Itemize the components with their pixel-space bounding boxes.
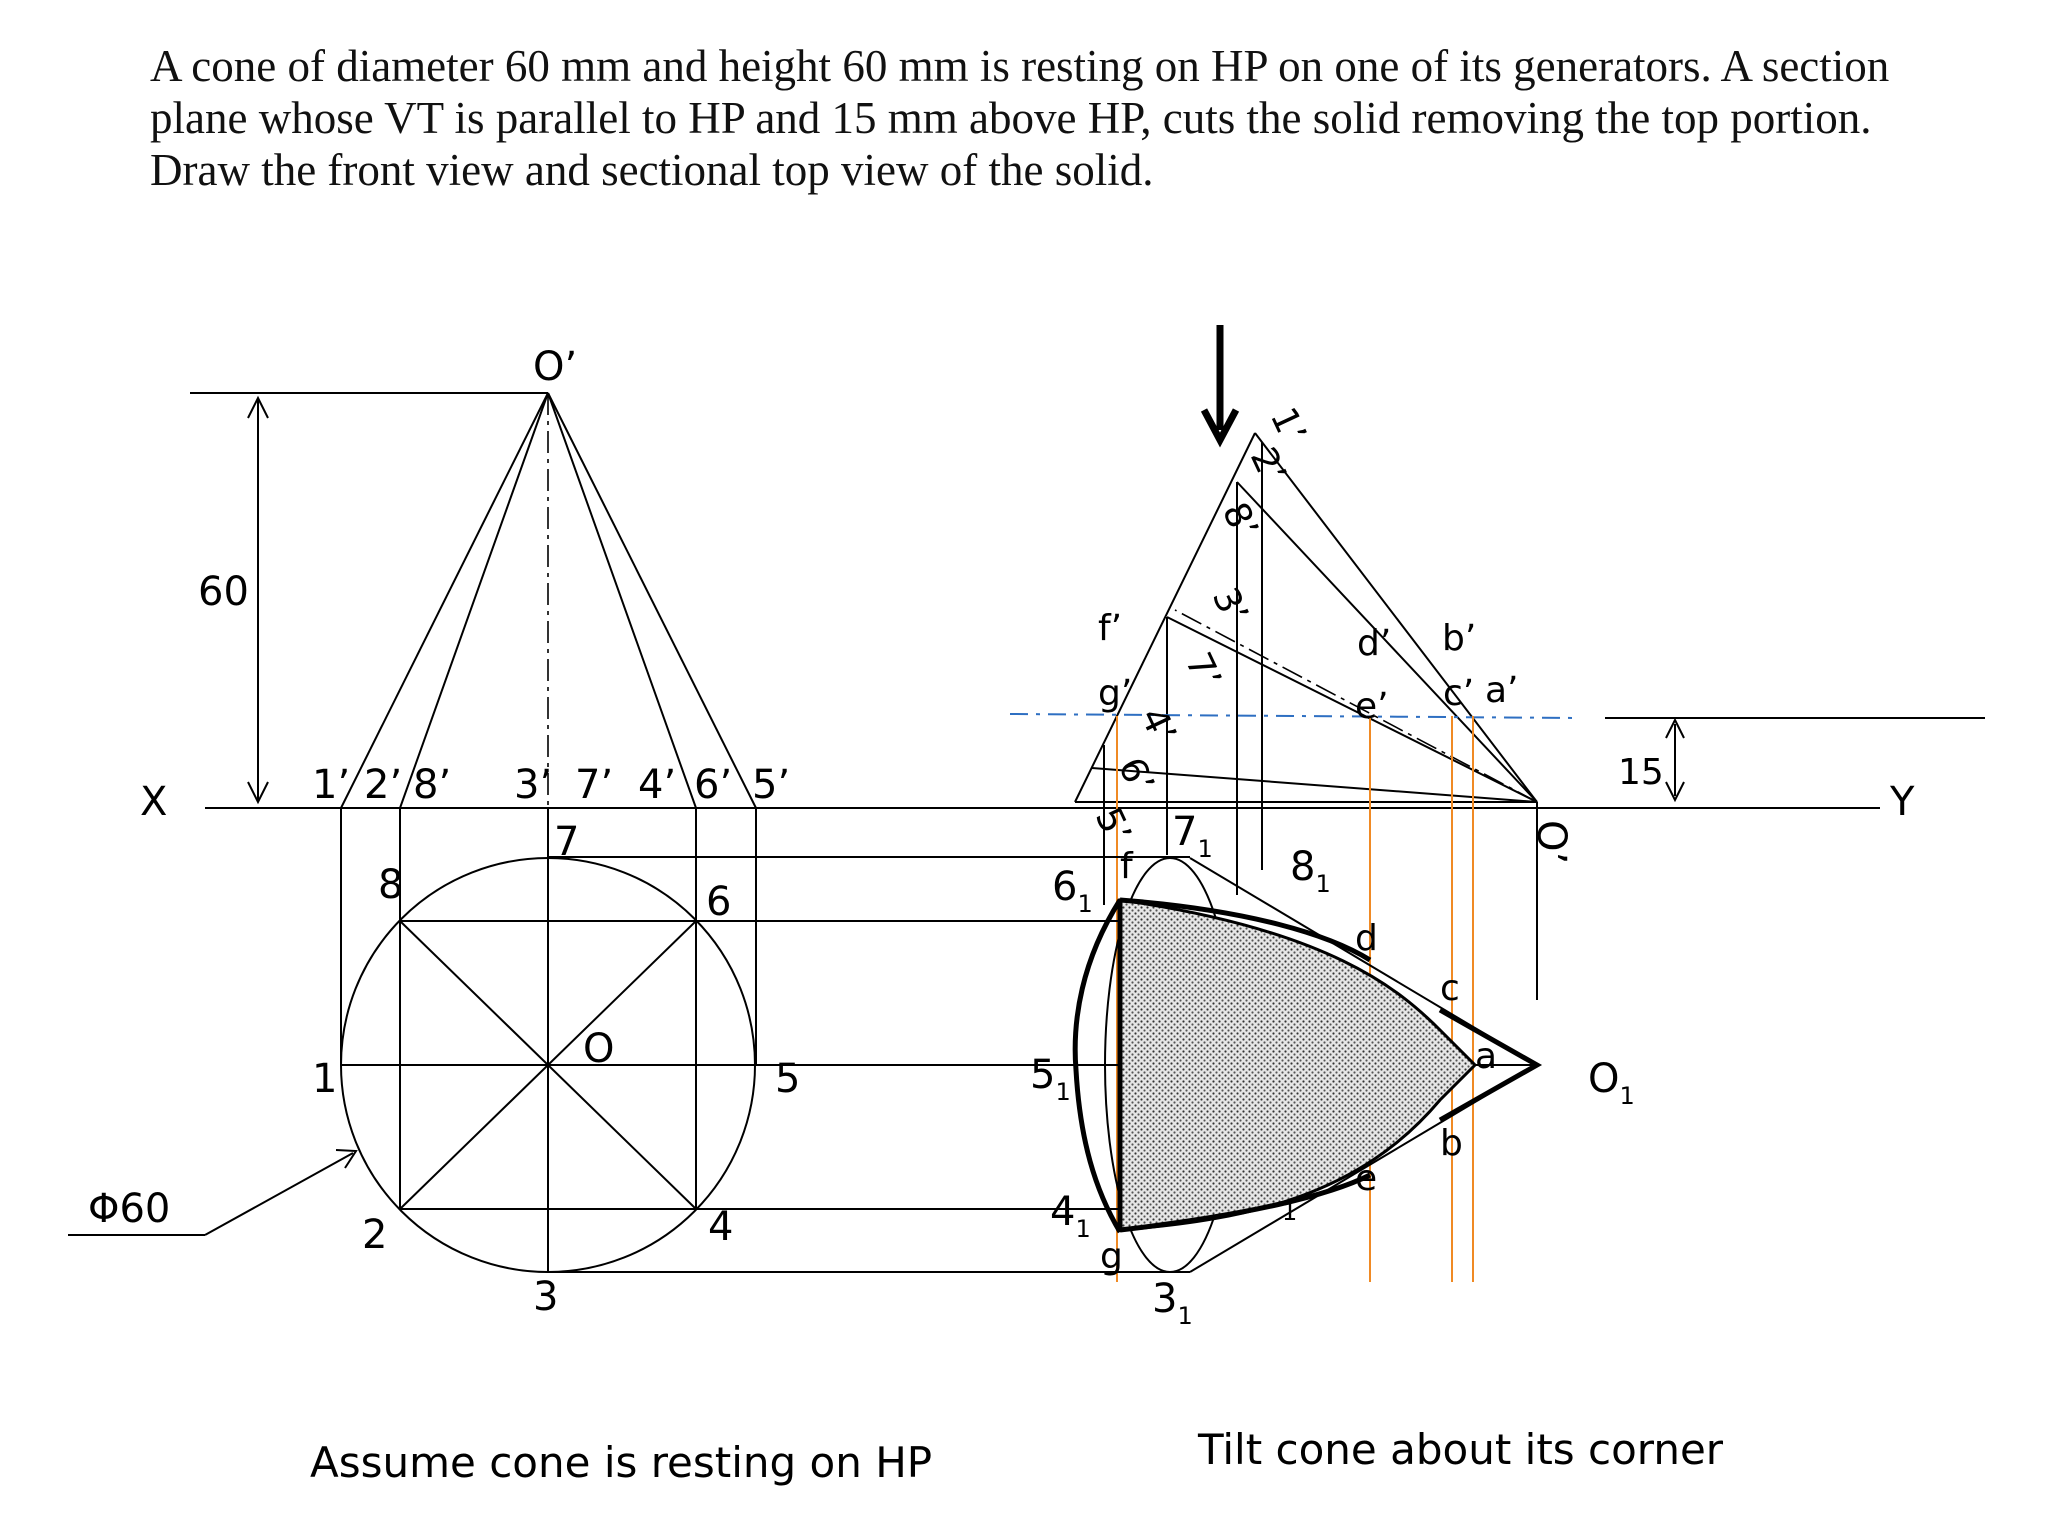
arrow-up-icon xyxy=(1665,717,1685,739)
arrow-icon xyxy=(335,1149,358,1169)
base-point-label: 2’ xyxy=(364,762,402,808)
section-point-label: g’ xyxy=(1098,673,1132,714)
top-point-label: 51 xyxy=(1030,1052,1071,1106)
base-point-label: 3’ xyxy=(514,762,552,808)
base-point-label: 4’ xyxy=(638,762,676,808)
arrow-down-icon xyxy=(1665,781,1685,803)
generator-label: 1’ xyxy=(1262,401,1314,449)
top-point-label: 2 xyxy=(362,1212,387,1258)
arrow-down-icon xyxy=(247,781,269,805)
top-point-label: 61 xyxy=(1052,864,1093,918)
section-point-label: f xyxy=(1120,846,1134,887)
section-point-label: a xyxy=(1475,1036,1497,1077)
y-label: Y xyxy=(1889,779,1915,825)
section-point-label: d xyxy=(1355,918,1378,959)
section-point-label: g xyxy=(1100,1236,1123,1277)
base-point-label: 8’ xyxy=(413,762,451,808)
apex-label: O’ xyxy=(1528,820,1574,864)
top-point-label: 4 xyxy=(708,1204,733,1250)
top-point-label: 81 xyxy=(1290,844,1331,898)
section-area xyxy=(1118,898,1478,1232)
top-point-label: 6 xyxy=(706,879,731,925)
top-point-label: 7 xyxy=(554,819,579,865)
center-label: O xyxy=(583,1026,614,1072)
apex-label: O’ xyxy=(533,344,577,390)
problem-statement: A cone of diameter 60 mm and height 60 m… xyxy=(150,41,1890,195)
tilted-front-view: 15 O’ 1’ 2’ 8’ 3’ 7’ 4’ 6’ 5’ a’ b’ c’ d… xyxy=(1009,325,1985,1282)
right-caption: Tilt cone about its corner xyxy=(1198,1425,1724,1474)
generator-label: 4’ xyxy=(1132,701,1184,749)
section-plane-vt xyxy=(1009,713,1581,719)
section-point-label: f’ xyxy=(1098,608,1122,649)
arrow-up-icon xyxy=(247,395,269,419)
tilted-top-view: O1 71 81 61 51 41 31 1 a b c d e f g xyxy=(341,807,1635,1330)
base-point-label: 5’ xyxy=(752,762,790,808)
base-point-label: 7’ xyxy=(575,762,613,808)
top-point-label: 5 xyxy=(775,1056,800,1102)
top-point-label: 8 xyxy=(378,862,403,908)
section-point-label: d’ xyxy=(1357,623,1391,664)
generator-label: 2’ xyxy=(1242,441,1294,489)
top-view: O 1 2 3 4 5 6 7 8 Φ60 xyxy=(68,808,800,1320)
section-point-label: c xyxy=(1440,968,1460,1009)
base-point-label: 6’ xyxy=(694,762,732,808)
top-point-label: 41 xyxy=(1050,1189,1091,1243)
axis-line xyxy=(1174,609,1538,803)
top-point-label: 1 xyxy=(1282,1198,1297,1226)
section-point-label: b xyxy=(1440,1123,1463,1164)
left-caption: Assume cone is resting on HP xyxy=(310,1438,933,1487)
base-point-label: 1’ xyxy=(312,762,350,808)
top-point-label: 3 xyxy=(533,1274,558,1320)
section-point-label: b’ xyxy=(1442,618,1476,659)
top-point-label: 1 xyxy=(312,1056,337,1102)
section-point-label: a’ xyxy=(1485,670,1519,711)
height-dimension: 60 xyxy=(198,569,249,615)
generator-label: 7’ xyxy=(1177,646,1229,694)
top-point-label: 31 xyxy=(1152,1276,1193,1330)
section-point-label: e xyxy=(1355,1158,1377,1199)
section-height-dimension: 15 xyxy=(1618,752,1664,793)
apex-label: O1 xyxy=(1588,1056,1635,1110)
generator-label: 3’ xyxy=(1204,581,1256,629)
diameter-label: Φ60 xyxy=(88,1186,170,1232)
section-point-label: c’ xyxy=(1443,673,1474,714)
arrow-down-icon xyxy=(1200,408,1240,448)
top-point-label: 71 xyxy=(1172,809,1213,863)
section-point-label: e’ xyxy=(1355,686,1389,727)
front-view: 60 O’ 1’ 2’ 8’ 3’ 7’ 4’ 6’ 5’ xyxy=(190,344,790,860)
x-label: X xyxy=(140,779,167,825)
